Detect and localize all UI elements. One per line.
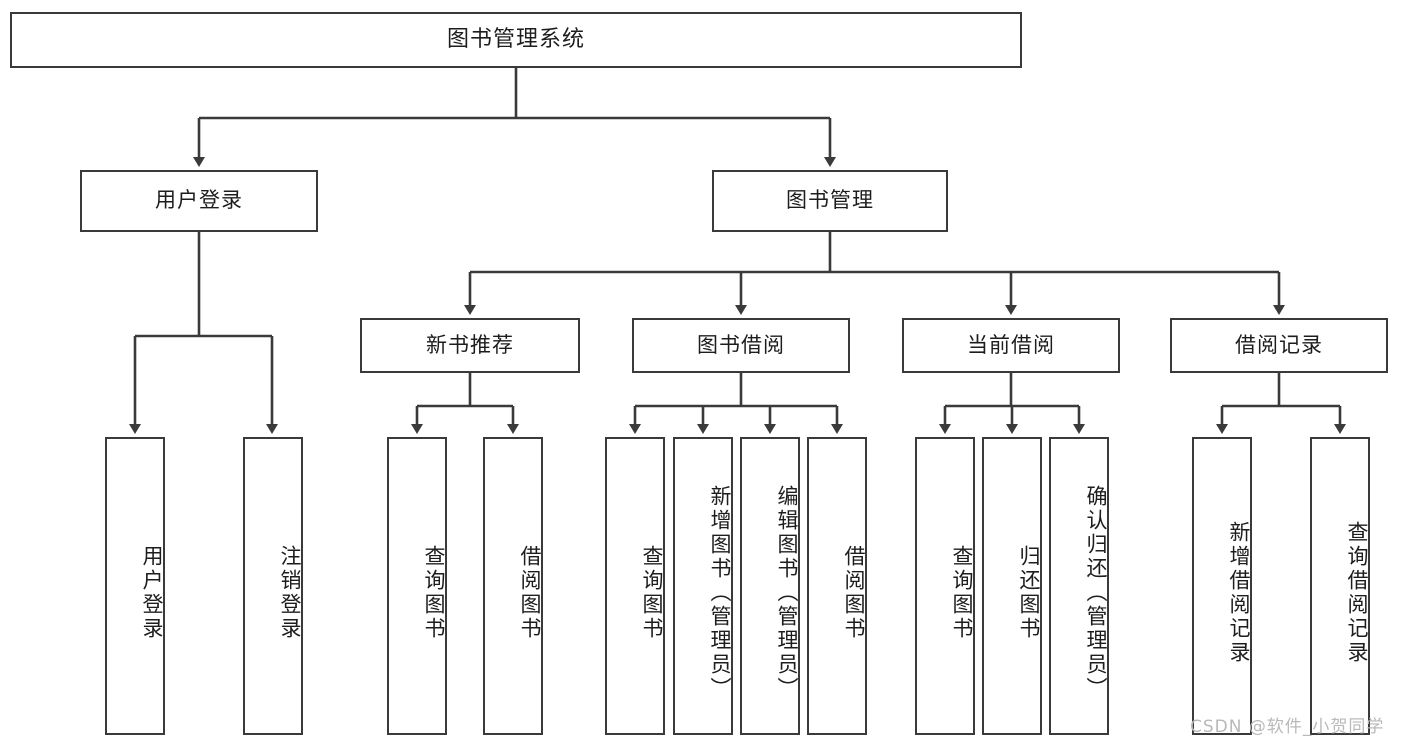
node-leaf-edit-book[interactable]: 编辑图书（管理员）	[740, 437, 800, 735]
node-leaf-add-record-label: 新增借阅记录	[1227, 521, 1251, 665]
node-book-manage-label: 图书管理	[786, 188, 874, 213]
node-current-borrow[interactable]: 当前借阅	[902, 318, 1120, 373]
node-leaf-user-logout-label: 注销登录	[278, 545, 302, 641]
node-leaf-borrow-book-2-label: 借阅图书	[842, 545, 866, 641]
node-leaf-confirm-return-label: 确认归还（管理员）	[1084, 485, 1108, 701]
node-leaf-user-logout[interactable]: 注销登录	[243, 437, 303, 735]
node-leaf-return-book-label: 归还图书	[1017, 545, 1041, 641]
node-leaf-query-book-3-label: 查询图书	[950, 545, 974, 641]
node-root-label: 图书管理系统	[446, 26, 585, 52]
node-leaf-borrow-book-1[interactable]: 借阅图书	[483, 437, 543, 735]
node-book-manage[interactable]: 图书管理	[712, 170, 948, 232]
node-leaf-query-book-2-label: 查询图书	[640, 545, 664, 641]
node-leaf-borrow-book-1-label: 借阅图书	[518, 545, 542, 641]
node-borrow-record[interactable]: 借阅记录	[1170, 318, 1388, 373]
node-user-login-label: 用户登录	[155, 188, 243, 213]
node-leaf-query-book-1-label: 查询图书	[422, 545, 446, 641]
node-leaf-add-record[interactable]: 新增借阅记录	[1192, 437, 1252, 735]
node-borrow-record-label: 借阅记录	[1235, 332, 1323, 357]
node-leaf-add-book-label: 新增图书（管理员）	[708, 485, 732, 701]
node-leaf-add-book[interactable]: 新增图书（管理员）	[673, 437, 733, 735]
csdn-watermark: CSDN @软件_小贺同学	[1190, 717, 1385, 737]
node-leaf-edit-book-label: 编辑图书（管理员）	[775, 485, 799, 701]
node-new-book-recommend[interactable]: 新书推荐	[360, 318, 580, 373]
node-leaf-return-book[interactable]: 归还图书	[982, 437, 1042, 735]
node-book-borrow-label: 图书借阅	[697, 332, 785, 357]
node-root[interactable]: 图书管理系统	[10, 12, 1022, 68]
node-leaf-query-book-2[interactable]: 查询图书	[605, 437, 665, 735]
node-leaf-query-record-label: 查询借阅记录	[1345, 521, 1369, 665]
node-leaf-confirm-return[interactable]: 确认归还（管理员）	[1049, 437, 1109, 735]
node-current-borrow-label: 当前借阅	[967, 332, 1055, 357]
node-user-login[interactable]: 用户登录	[80, 170, 318, 232]
node-leaf-query-book-1[interactable]: 查询图书	[387, 437, 447, 735]
node-book-borrow[interactable]: 图书借阅	[632, 318, 850, 373]
node-leaf-query-record[interactable]: 查询借阅记录	[1310, 437, 1370, 735]
node-leaf-borrow-book-2[interactable]: 借阅图书	[807, 437, 867, 735]
node-new-book-recommend-label: 新书推荐	[426, 332, 514, 357]
node-leaf-user-login[interactable]: 用户登录	[105, 437, 165, 735]
node-leaf-query-book-3[interactable]: 查询图书	[915, 437, 975, 735]
node-leaf-user-login-label: 用户登录	[140, 545, 164, 641]
